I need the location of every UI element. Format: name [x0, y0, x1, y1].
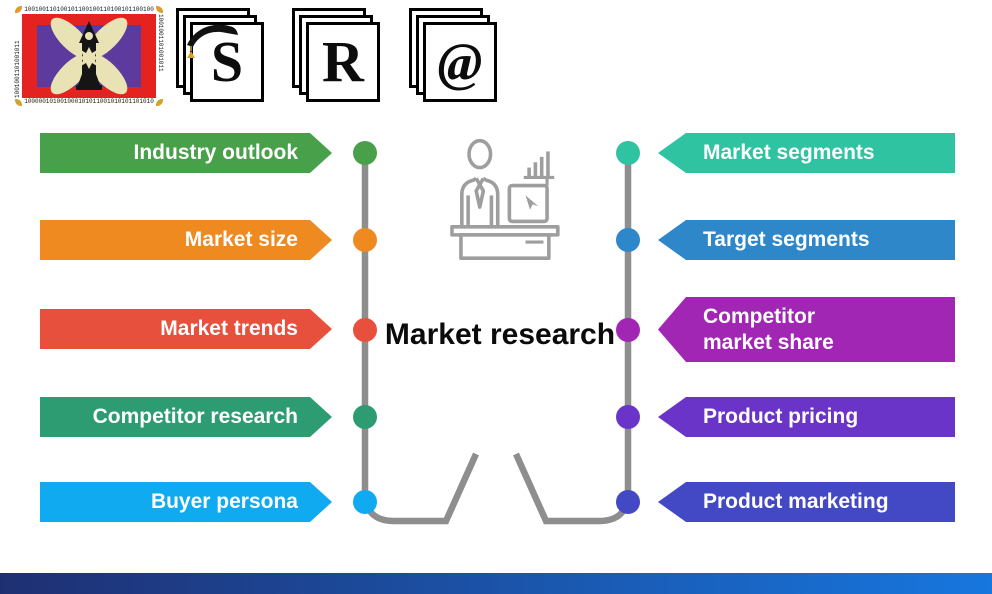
banner-label: Competitor market share	[703, 304, 834, 354]
footer-accent-bar	[0, 573, 992, 594]
letter-at: @	[437, 32, 483, 92]
label-arrow-market-segments: Market segments	[658, 133, 955, 173]
banner-label: Market trends	[160, 317, 298, 341]
label-arrow-competitor-research: Competitor research	[40, 397, 332, 437]
label-arrow-product-pricing: Product pricing	[658, 397, 955, 437]
paper-sheet: R	[306, 22, 380, 102]
corner-mark-icon	[15, 99, 22, 106]
timeline-dot-market-size	[353, 228, 377, 252]
label-arrow-market-size: Market size	[40, 220, 332, 260]
banner-label: Market segments	[703, 141, 875, 165]
banner-label: Target segments	[703, 228, 870, 252]
timeline-dot-buyer-persona	[353, 490, 377, 514]
binary-border-left: 1001001101001011	[14, 40, 21, 98]
banner-label: Buyer persona	[150, 490, 298, 514]
paper-stack-at: @	[409, 8, 501, 104]
banner-label: Market size	[184, 228, 298, 252]
timeline-dot-competitor-market-share	[616, 318, 640, 342]
flower-pen-emblem-icon	[22, 14, 156, 98]
banner-label: Industry outlook	[133, 141, 298, 165]
graduation-cap-icon	[187, 24, 238, 58]
label-arrow-target-segments: Target segments	[658, 220, 955, 260]
label-arrow-industry-outlook: Industry outlook	[40, 133, 332, 173]
letter-s: S	[210, 29, 244, 94]
timeline-dot-competitor-research	[353, 405, 377, 429]
researcher-desk-icon	[450, 138, 560, 260]
brand-logo-stamp: 100100110100101100100110100101100100 100…	[14, 6, 164, 106]
paper-stack-r: R	[292, 8, 384, 104]
timeline-dot-market-trends	[353, 318, 377, 342]
banner-label: Product marketing	[703, 490, 889, 514]
label-arrow-competitor-market-share: Competitor market share	[658, 297, 955, 362]
banner-label: Competitor research	[92, 405, 298, 429]
timeline-dot-market-segments	[616, 141, 640, 165]
diagram-title: Market research	[384, 318, 616, 351]
label-arrow-buyer-persona: Buyer persona	[40, 482, 332, 522]
binary-border-right: 1001001101001011	[157, 14, 164, 72]
letter-r: R	[322, 29, 364, 94]
paper-sheet: @	[423, 22, 497, 102]
banner-label: Product pricing	[703, 405, 859, 429]
timeline-dot-product-pricing	[616, 405, 640, 429]
binary-border-bottom: 100000101001000101011001010101101010	[24, 98, 154, 105]
paper-stack-s: S	[176, 8, 268, 104]
corner-mark-icon	[156, 6, 163, 13]
timeline-dot-industry-outlook	[353, 141, 377, 165]
corner-mark-icon	[15, 6, 22, 13]
label-arrow-product-marketing: Product marketing	[658, 482, 955, 522]
timeline-dot-target-segments	[616, 228, 640, 252]
label-arrow-market-trends: Market trends	[40, 309, 332, 349]
corner-mark-icon	[156, 99, 163, 106]
binary-border-top: 100100110100101100100110100101100100	[24, 6, 154, 13]
timeline-dot-product-marketing	[616, 490, 640, 514]
